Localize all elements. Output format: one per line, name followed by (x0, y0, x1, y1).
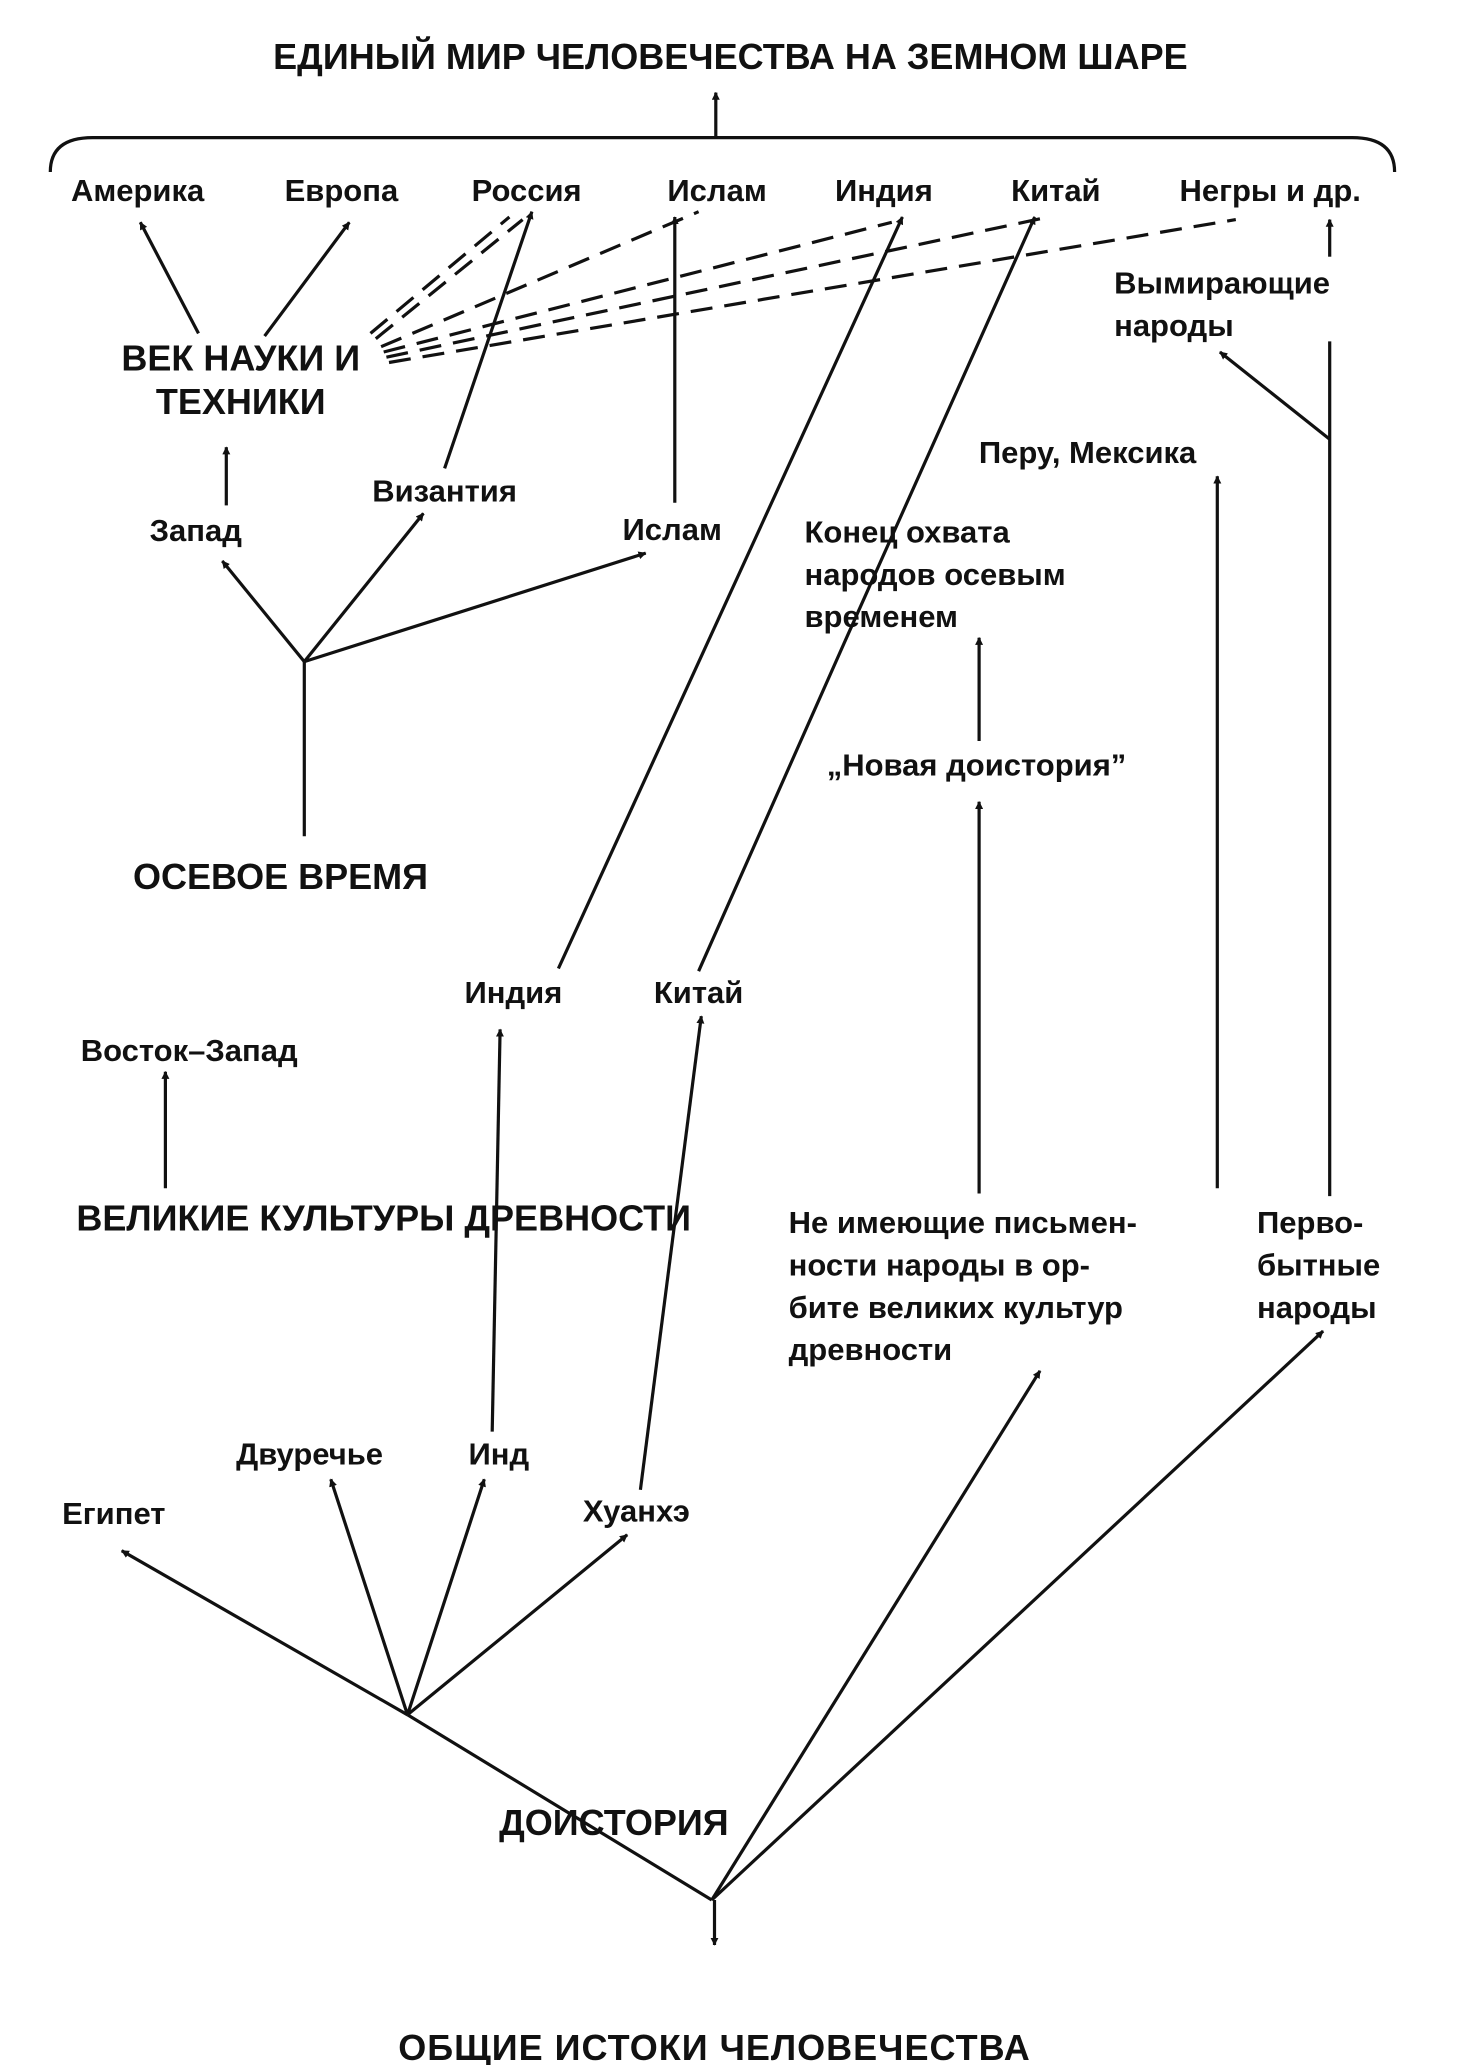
nonliterate-label-line-1: Не имеющие письмен- (789, 1205, 1137, 1240)
axial-to-byzantium-arrow (303, 512, 425, 663)
fan-to-mesopotamia-arrow (329, 1478, 410, 1716)
egypt-label: Египет (62, 1496, 165, 1531)
huanghe-to-china-arrow (638, 1015, 705, 1491)
byzantium-label: Византия (372, 474, 517, 509)
top-label-negroes-etc: Негры и др. (1179, 173, 1360, 208)
dashed-link-india (383, 220, 893, 354)
islam-label: Ислам (623, 512, 722, 547)
india-to-india-arrow (556, 216, 904, 970)
end-of-axial-label-line-3: временем (805, 599, 959, 634)
end-of-axial-label-line-1: Конец охвата (805, 515, 1011, 550)
dying-peoples-label-line-2: народы (1114, 308, 1234, 343)
primitive-to-dying-arrow (1218, 350, 1331, 441)
top-label-india: Индия (835, 173, 933, 208)
bottom-title: ОБЩИЕ ИСТОКИ ЧЕЛОВЕЧЕСТВА (398, 2027, 1031, 2065)
axial-to-west-arrow (221, 559, 306, 663)
origin-to-nonliterate-arrow (710, 1369, 1042, 1901)
origin-to-primitive-arrow (710, 1329, 1325, 1902)
dashed-link-russia-2 (374, 218, 524, 340)
china-label: Китай (654, 975, 743, 1010)
top-label-china: Китай (1011, 173, 1100, 208)
fan-to-indus-arrow (405, 1478, 486, 1716)
east-west-label: Восток–Запад (81, 1033, 298, 1068)
science-to-america-arrow (138, 221, 200, 335)
top-label-islam: Ислам (667, 173, 766, 208)
prehistory-label: ДОИСТОРИЯ (499, 1802, 728, 1843)
dying-peoples-label-line-1: Вымирающие (1114, 266, 1330, 301)
indus-label: Инд (468, 1437, 529, 1472)
huanghe-label: Хуанхэ (583, 1494, 690, 1529)
science-age-label-line-1: ВЕК НАУКИ И (121, 338, 360, 379)
west-label: Запад (150, 513, 243, 548)
axial-to-islam-arrow (303, 551, 647, 664)
china-to-china-arrow (697, 216, 1037, 972)
nonliterate-label-line-4: древности (789, 1332, 953, 1367)
dashed-link-islam (380, 210, 700, 349)
axial-age-label: ОСЕВОЕ ВРЕМЯ (133, 856, 428, 897)
top-label-europe: Европа (285, 173, 399, 208)
science-to-europe-arrow (263, 221, 351, 338)
nonliterate-label-line-3: бите великих культур (789, 1290, 1123, 1325)
science-age-label-line-2: ТЕХНИКИ (156, 381, 326, 422)
fan-stem (406, 1713, 713, 1902)
dashed-link-russia-1 (369, 215, 511, 335)
primitive-label-line-2: бытные (1257, 1248, 1380, 1283)
top-brace (48, 136, 1397, 173)
primitive-label-line-3: народы (1257, 1290, 1377, 1325)
india-label: Индия (464, 975, 562, 1010)
nonliterate-label-line-2: ности народы в ор- (789, 1248, 1090, 1283)
byzantium-to-russia-arrow (443, 210, 534, 469)
great-cultures-label: ВЕЛИКИЕ КУЛЬТУРЫ ДРЕВНОСТИ (76, 1198, 691, 1239)
mesopotamia-label: Двуречье (236, 1437, 383, 1472)
top-label-america: Америка (71, 173, 205, 208)
dashed-link-negroes (388, 218, 1237, 365)
peru-mexico-label: Перу, Мексика (979, 435, 1197, 470)
dashed-link-china (386, 216, 1043, 359)
end-of-axial-label-line-2: народов осевым (805, 557, 1066, 592)
fan-to-huanghe-arrow (406, 1533, 629, 1717)
indus-to-india-arrow (490, 1028, 504, 1432)
primitive-label-line-1: Перво- (1257, 1205, 1363, 1240)
fan-to-egypt-arrow (120, 1549, 409, 1717)
top-label-russia: Россия (472, 173, 582, 208)
diagram-title: ЕДИНЫЙ МИР ЧЕЛОВЕЧЕСТВА НА ЗЕМНОМ ШАРЕ (273, 35, 1187, 77)
new-prehistory-label: „Новая доистория” (827, 747, 1127, 782)
